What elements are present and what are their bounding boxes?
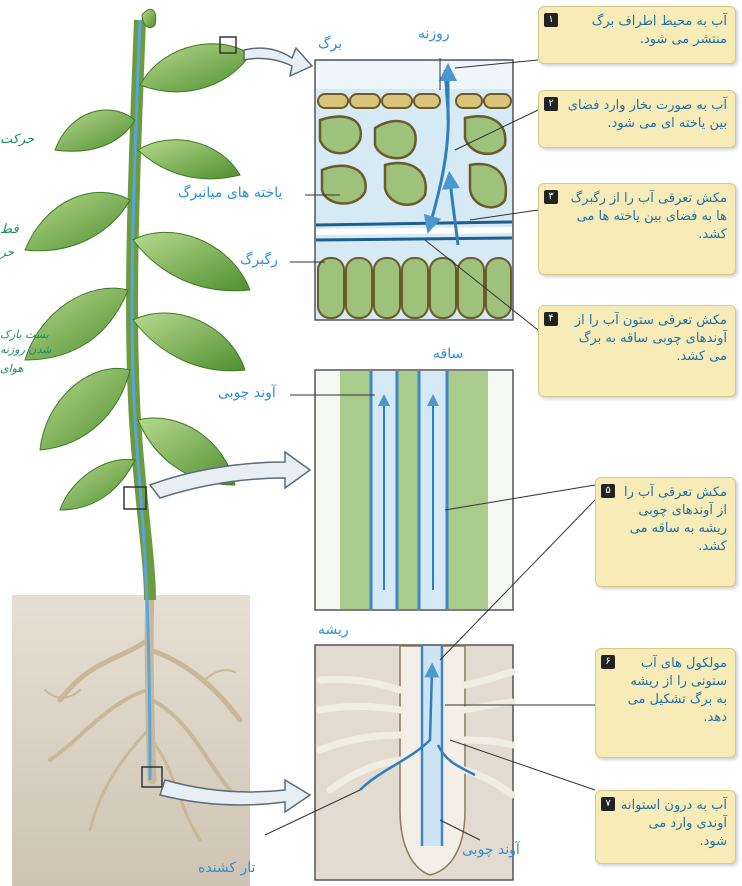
note-7: ۷ آب به درون استوانه آوندی وارد می شود.	[595, 790, 736, 864]
note-5: ۵ مکش تعرقی آب را از آوندهای چوبی ریشه ب…	[595, 477, 736, 587]
handwriting-3: حر	[0, 245, 14, 259]
stem-detail	[315, 370, 513, 610]
label-stem: ساقه	[433, 346, 463, 362]
label-stomata: روزنه	[418, 26, 450, 42]
handwriting-4: بست بازک	[0, 328, 49, 341]
leaf-detail	[315, 60, 513, 320]
handwriting-6: هوای	[0, 362, 23, 375]
label-root: ریشه	[318, 622, 349, 638]
soil-block	[12, 595, 250, 886]
label-root-hair: تار کشنده	[198, 860, 255, 876]
label-xylem-root: آوند چوبی	[462, 842, 520, 858]
label-vein: رگبرگ	[240, 252, 278, 268]
note-number: ۶	[601, 655, 615, 669]
note-text: مکش تعرقی آب را از رگبرگ ها به فضای بین …	[571, 191, 727, 242]
note-text: آب به صورت بخار وارد فضای بین یاخته ای م…	[568, 98, 727, 131]
note-4: ۴ مکش تعرقی ستون آب را از آوندهای چوبی س…	[538, 305, 736, 397]
note-number: ۱	[544, 13, 558, 27]
handwriting-1: حرکت	[0, 132, 34, 147]
note-number: ۵	[601, 484, 615, 498]
note-text: مولکول های آب ستونی را از ریشه به برگ تش…	[628, 656, 727, 725]
note-number: ۷	[601, 797, 615, 811]
note-1: ۱ آب به محیط اطراف برگ منتشر می شود.	[538, 6, 736, 64]
note-number: ۳	[544, 190, 558, 204]
note-3: ۳ مکش تعرقی آب را از رگبرگ ها به فضای بی…	[538, 183, 736, 275]
note-number: ۲	[544, 97, 558, 111]
label-leaf: برگ	[318, 36, 342, 52]
note-text: مکش تعرقی ستون آب را از آوندهای چوبی ساق…	[575, 313, 727, 364]
label-xylem-stem: آوند چوبی	[218, 385, 276, 401]
label-mesophyll: یاخته های میانبرگ	[178, 185, 282, 201]
note-2: ۲ آب به صورت بخار وارد فضای بین یاخته ای…	[538, 90, 736, 148]
note-number: ۴	[544, 312, 558, 326]
handwriting-5: شدن روزنه	[0, 343, 51, 356]
note-6: ۶ مولکول های آب ستونی را از ریشه به برگ …	[595, 648, 736, 758]
note-text: مکش تعرقی آب را از آوندهای چوبی ریشه به …	[624, 485, 727, 554]
handwriting-2: فط	[0, 222, 19, 237]
note-text: آب به درون استوانه آوندی وارد می شود.	[621, 798, 727, 849]
note-text: آب به محیط اطراف برگ منتشر می شود.	[592, 14, 727, 47]
